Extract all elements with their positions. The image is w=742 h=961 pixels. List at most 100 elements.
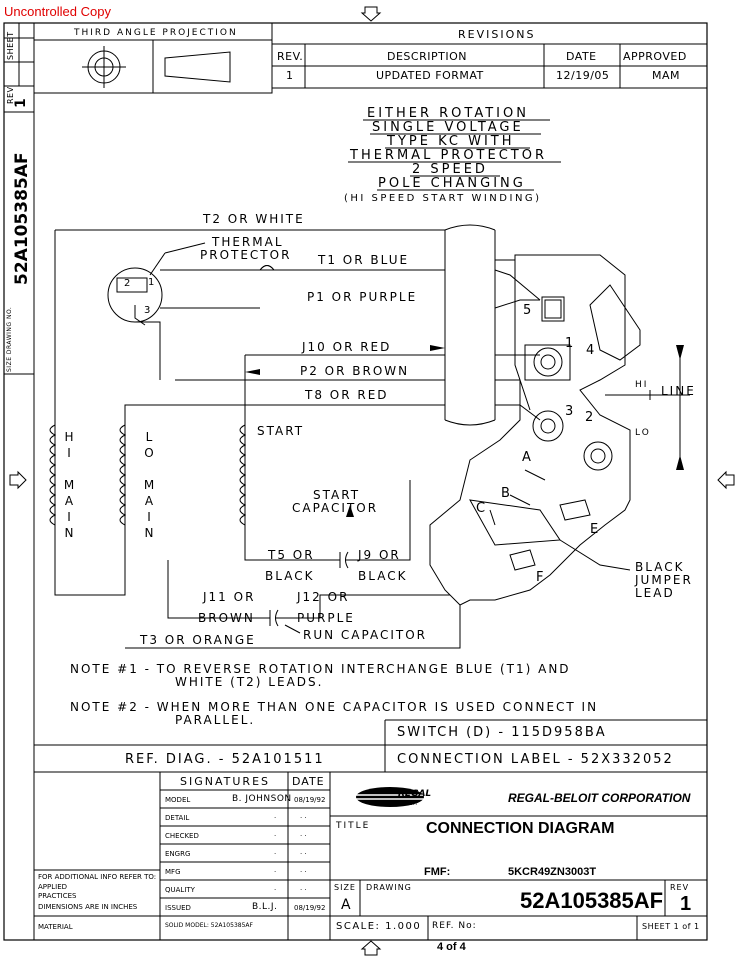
label-run-cap: RUN CAPACITOR	[303, 628, 427, 642]
signatures-date-header: DATE	[292, 775, 325, 788]
drawing-label: DRAWING	[366, 883, 412, 892]
description-cell: UPDATED FORMAT	[376, 69, 484, 82]
reference-diagram: REF. DIAG. - 52A101511	[125, 752, 325, 767]
label-protector: PROTECTOR	[200, 248, 292, 262]
note-1-line-2: WHITE (T2) LEADS.	[175, 675, 324, 689]
sig-role-detail: DETAIL	[165, 814, 190, 822]
label-black-jumper-3: LEAD	[635, 586, 675, 600]
label-j11: J11 OR	[203, 590, 256, 604]
solid-model: SOLID MODEL: 52A105385AF	[165, 922, 253, 929]
ref-number: REF. No:	[432, 921, 477, 931]
approved-cell: MAM	[652, 69, 681, 82]
regal-logo-graphic	[348, 787, 440, 807]
label-start-cap-1: START	[313, 488, 361, 502]
sig-date-mfg: . .	[300, 866, 307, 874]
description-header: DESCRIPTION	[387, 50, 467, 63]
label-j12: J12 OR	[297, 590, 350, 604]
switch-reference: SWITCH (D) - 115D958BA	[397, 725, 607, 740]
practices-label: PRACTICES	[38, 892, 77, 900]
company-name: REGAL-BELOIT CORPORATION	[508, 791, 691, 805]
label-purple: PURPLE	[297, 611, 355, 625]
date-cell: 12/19/05	[556, 69, 610, 82]
sig-date-detail: . .	[300, 812, 307, 820]
rev-block-value: 1	[680, 893, 692, 915]
protector-terminal-2: 2	[124, 278, 133, 289]
drawing-number: 52A105385AF	[520, 888, 664, 913]
label-black-jumper-2: JUMPER	[635, 573, 693, 587]
drawing-title: CONNECTION DIAGRAM	[426, 820, 615, 837]
label-t8: T8 OR RED	[305, 388, 389, 402]
page-indicator: 4 of 4	[437, 941, 466, 953]
rev-header: REV.	[277, 50, 304, 63]
label-hi: HI	[635, 380, 649, 390]
label-t3: T3 OR ORANGE	[140, 633, 256, 647]
material-label: MATERIAL	[38, 923, 73, 931]
margin-drawing-label: SIZE DRAWING NO.	[6, 306, 13, 372]
label-hi-main: HI MAIN	[62, 430, 76, 542]
title-line-2: SINGLE VOLTAGE	[372, 120, 524, 135]
sig-role-checked: CHECKED	[165, 832, 199, 840]
label-brown: BROWN	[198, 611, 255, 625]
switch-terminal-4: 4	[586, 343, 597, 358]
title-line-3: TYPE KC WITH	[387, 134, 515, 149]
sig-date-checked: . .	[300, 830, 307, 838]
approved-header: APPROVED	[623, 50, 687, 63]
sig-role-engrg: ENGRG	[165, 850, 191, 858]
label-t1: T1 OR BLUE	[318, 253, 410, 267]
label-black-jumper-1: BLACK	[635, 560, 685, 574]
label-j9: J9 OR	[358, 548, 401, 562]
switch-terminal-f: F	[536, 570, 546, 585]
title-line-7: (HI SPEED START WINDING)	[344, 193, 542, 204]
sig-role-model: MODEL	[165, 796, 191, 804]
title-line-4: THERMAL PROTECTOR	[350, 148, 547, 163]
title-line-1: EITHER ROTATION	[367, 106, 529, 121]
sig-date-model: 08/19/92	[294, 796, 326, 804]
logo-subtext: BELOIT	[400, 801, 418, 807]
label-lo-main: LO MAIN	[142, 430, 156, 542]
sheet-number: SHEET 1 of 1	[642, 922, 700, 931]
date-header: DATE	[566, 50, 597, 63]
label-j10: J10 OR RED	[302, 340, 392, 354]
rev-cell: 1	[286, 69, 294, 82]
label-black-1: BLACK	[265, 569, 315, 583]
sig-name-mfg: .	[274, 866, 277, 874]
title-line-6: POLE CHANGING	[378, 176, 526, 191]
switch-terminal-e: E	[590, 522, 601, 537]
sig-date-issued: 08/19/92	[294, 904, 326, 912]
revisions-title: REVISIONS	[458, 28, 536, 41]
rev-value: 1	[13, 98, 29, 108]
sig-role-quality: QUALITY	[165, 886, 195, 894]
label-p1: P1 OR PURPLE	[307, 290, 418, 304]
sheet-label: SHEET	[6, 31, 15, 60]
connection-label: CONNECTION LABEL - 52X332052	[397, 752, 674, 767]
projection-label: THIRD ANGLE PROJECTION	[74, 28, 238, 38]
sig-name-quality: .	[274, 884, 277, 892]
margin-drawing-number: 52A105385AF	[12, 152, 32, 285]
switch-terminal-1: 1	[565, 336, 576, 351]
sig-name-engrg: .	[274, 848, 277, 856]
size-label: SIZE	[334, 883, 356, 892]
note-1-line-1: NOTE #1 - TO REVERSE ROTATION INTERCHANG…	[70, 662, 571, 676]
watermark: Uncontrolled Copy	[4, 4, 111, 19]
applied-label: APPLIED	[38, 883, 68, 891]
signatures-title: SIGNATURES	[180, 775, 270, 788]
label-start-cap-2: CAPACITOR	[292, 501, 379, 515]
sig-name-detail: .	[274, 812, 277, 820]
sig-date-quality: . .	[300, 884, 307, 892]
label-line: LINE	[661, 384, 696, 398]
sig-name-issued: B.L.J.	[252, 902, 278, 912]
title-label: TITLE	[336, 821, 371, 831]
dimensions-label: DIMENSIONS ARE IN INCHES	[38, 903, 138, 911]
rev-block-label: REV	[670, 883, 690, 892]
label-t5: T5 OR	[268, 548, 315, 562]
protector-terminal-3: 3	[144, 305, 153, 316]
switch-terminal-a: A	[522, 450, 533, 465]
switch-terminal-5: 5	[523, 303, 534, 318]
additional-info: FOR ADDITIONAL INFO REFER TO:	[38, 873, 157, 881]
switch-terminal-2: 2	[585, 410, 596, 425]
sig-name-checked: .	[274, 830, 277, 838]
label-thermal: THERMAL	[212, 235, 284, 249]
sig-name-model: B. JOHNSON	[232, 794, 292, 804]
switch-terminal-c: C	[476, 501, 488, 516]
